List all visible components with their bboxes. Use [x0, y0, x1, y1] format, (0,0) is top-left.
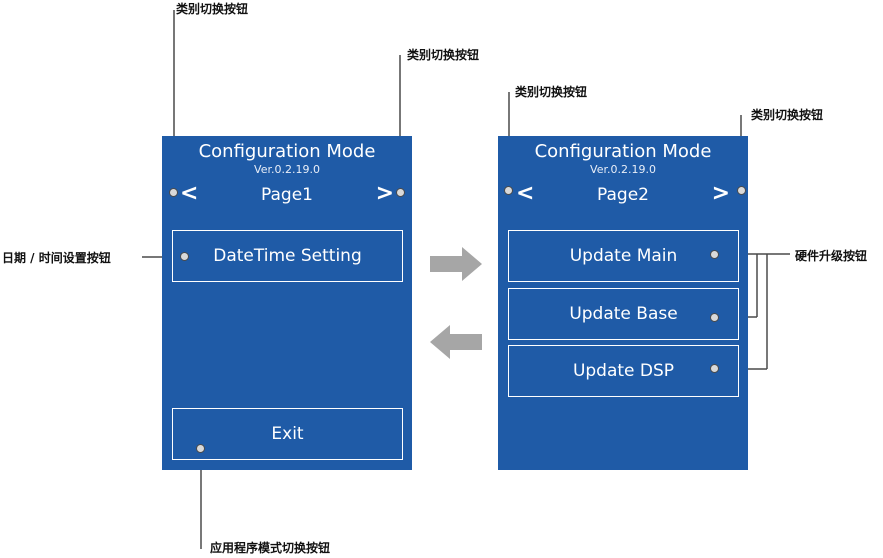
callout-category-switch-3: 类别切换按钮 — [515, 85, 588, 99]
arrow-right-icon — [430, 247, 482, 281]
callout-firmware-upgrade: 硬件升级按钮 — [795, 249, 868, 263]
config-panel-page1: Configuration Mode Ver.0.2.19.0 < Page1 … — [162, 136, 412, 470]
anchor-dot-icon — [169, 188, 178, 197]
arrow-left-icon — [430, 325, 482, 359]
anchor-dot-icon — [710, 313, 719, 322]
update-base-button[interactable]: Update Base — [508, 288, 739, 340]
next-category-button[interactable]: > — [375, 181, 394, 206]
page-indicator: Page1 — [261, 185, 313, 205]
panel-title: Configuration Mode — [198, 141, 376, 162]
callout-datetime-setting: 日期 / 时间设置按钮 — [2, 251, 111, 265]
version-label: Ver.0.2.19.0 — [254, 163, 320, 176]
callout-category-switch-1: 类别切换按钮 — [176, 2, 249, 16]
anchor-dot-icon — [196, 444, 205, 453]
prev-category-button[interactable]: < — [180, 181, 199, 206]
anchor-dot-icon — [710, 250, 719, 259]
panel-title: Configuration Mode — [534, 141, 712, 162]
anchor-dot-icon — [396, 188, 405, 197]
next-category-button[interactable]: > — [711, 181, 730, 206]
anchor-dot-icon — [710, 364, 719, 373]
page-indicator: Page2 — [597, 185, 649, 205]
datetime-setting-button[interactable]: DateTime Setting — [172, 230, 403, 282]
anchor-dot-icon — [180, 252, 189, 261]
anchor-dot-icon — [504, 186, 513, 195]
version-label: Ver.0.2.19.0 — [590, 163, 656, 176]
config-panel-page2: Configuration Mode Ver.0.2.19.0 < Page2 … — [498, 136, 748, 470]
callout-category-switch-4: 类别切换按钮 — [751, 108, 824, 122]
callout-category-switch-2: 类别切换按钮 — [407, 48, 480, 62]
exit-button[interactable]: Exit — [172, 408, 403, 460]
callout-app-mode-switch: 应用程序模式切换按钮 — [210, 541, 331, 555]
anchor-dot-icon — [737, 186, 746, 195]
prev-category-button[interactable]: < — [516, 181, 535, 206]
update-main-button[interactable]: Update Main — [508, 230, 739, 282]
update-dsp-button[interactable]: Update DSP — [508, 345, 739, 397]
